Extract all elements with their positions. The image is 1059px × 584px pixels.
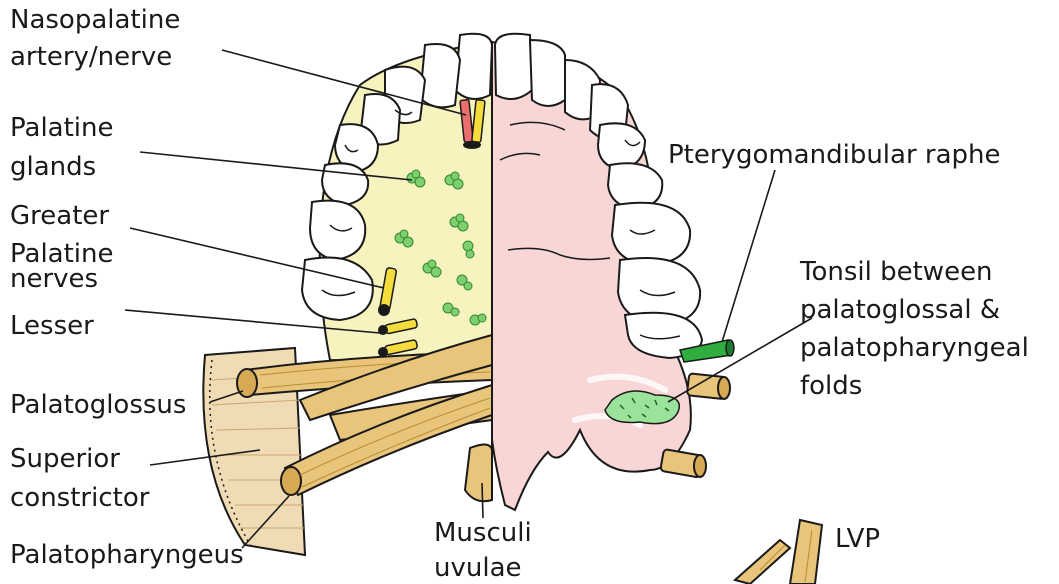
label-tonsil-line1: Tonsil between xyxy=(800,257,993,287)
label-nasopalatine-line2: artery/nerve xyxy=(10,42,172,72)
palatopharyngeus-cut-end xyxy=(281,467,301,495)
leader-ptery xyxy=(722,170,775,342)
label-lesser: Lesser xyxy=(10,311,94,341)
right-stump-1-end xyxy=(718,377,730,399)
label-superior-line2: constrictor xyxy=(10,483,149,513)
label-palatine-glands-line1: Palatine xyxy=(10,113,114,143)
label-palatopharyngeus: Palatopharyngeus xyxy=(10,540,244,570)
label-palatoglossus: Palatoglossus xyxy=(10,390,186,420)
leader-musculi xyxy=(482,483,483,518)
label-tonsil-line2: palatoglossal & xyxy=(800,295,1000,325)
label-greater-line1: Greater xyxy=(10,201,109,231)
incisive-foramen xyxy=(463,141,481,149)
raphe-end xyxy=(726,340,734,356)
label-superior-line1: Superior xyxy=(10,444,120,474)
label-musculi-line2: uvulae xyxy=(434,553,522,583)
label-tonsil-line3: palatopharyngeal xyxy=(800,333,1029,363)
right-stump-2-end xyxy=(694,455,706,477)
label-musculi-line1: Musculi xyxy=(434,518,532,548)
label-nasopalatine-line1: Nasopalatine xyxy=(10,5,180,35)
label-pterygomandibular-raphe: Pterygomandibular raphe xyxy=(668,140,1001,170)
label-tonsil-line4: folds xyxy=(800,371,862,401)
label-lvp: LVP xyxy=(835,524,880,554)
greater-palatine-foramen xyxy=(378,304,390,316)
label-palatine-glands-line2: glands xyxy=(10,152,96,182)
musculi-uvulae xyxy=(465,444,492,501)
label-greater-line3: nerves xyxy=(10,264,98,294)
